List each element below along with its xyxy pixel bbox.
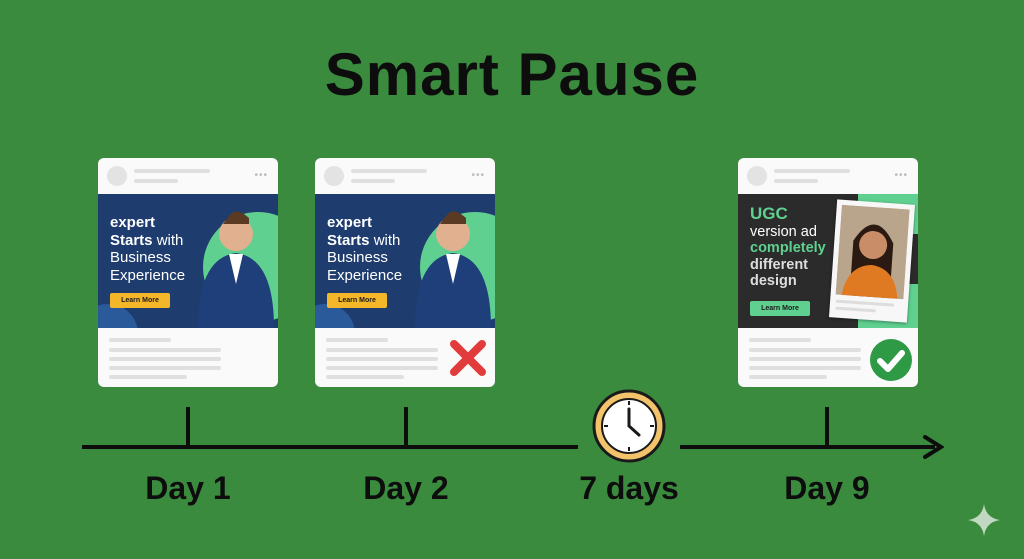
timeline-line [680, 445, 935, 449]
timeline-tick [404, 407, 408, 447]
ugc-photo [828, 199, 916, 323]
x-mark-icon [450, 340, 486, 376]
label-day-1: Day 1 [145, 470, 231, 506]
page-title: Smart Pause [324, 41, 700, 108]
learn-more-button[interactable]: Learn More [750, 301, 810, 316]
avatar [747, 166, 767, 186]
businessman-photo [415, 211, 491, 328]
label-7-days: 7 days [579, 470, 679, 506]
label-day-9: Day 9 [784, 470, 870, 506]
timeline-line [82, 445, 578, 449]
clock-icon [592, 389, 666, 463]
learn-more-button[interactable]: Learn More [110, 293, 170, 308]
more-icon: ••• [894, 170, 908, 181]
arrow-head-icon [923, 435, 944, 459]
more-icon: ••• [254, 170, 268, 181]
businessman-photo [198, 211, 274, 328]
more-icon: ••• [471, 170, 485, 181]
timeline-tick [825, 407, 829, 447]
sparkle-icon [968, 504, 1000, 536]
timeline-tick [186, 407, 190, 447]
check-icon [870, 339, 912, 381]
avatar [324, 166, 344, 186]
avatar [107, 166, 127, 186]
learn-more-button[interactable]: Learn More [327, 293, 387, 308]
label-day-2: Day 2 [363, 470, 449, 506]
